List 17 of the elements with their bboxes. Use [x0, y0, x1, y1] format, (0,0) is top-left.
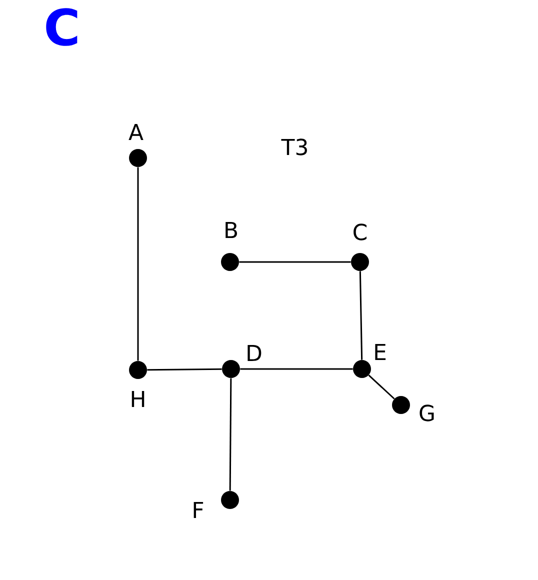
- node-label: G: [420, 404, 434, 422]
- diagram-title: T3: [281, 138, 307, 156]
- node-label: F: [194, 502, 204, 518]
- node-label: E: [375, 344, 386, 360]
- node-label: D: [248, 344, 262, 362]
- connector-line: [239, 261, 351, 263]
- node-label: H: [132, 390, 144, 408]
- panel-letter: C: [46, 8, 78, 46]
- connector-line: [147, 368, 222, 371]
- connector-line: [368, 374, 395, 400]
- node-label: C: [354, 224, 366, 240]
- connector-line: [240, 368, 353, 370]
- node-label: B: [226, 222, 237, 238]
- node-label: A: [128, 124, 144, 140]
- connector-line: [359, 271, 363, 360]
- connector-line: [137, 167, 139, 361]
- connector-line: [229, 378, 232, 491]
